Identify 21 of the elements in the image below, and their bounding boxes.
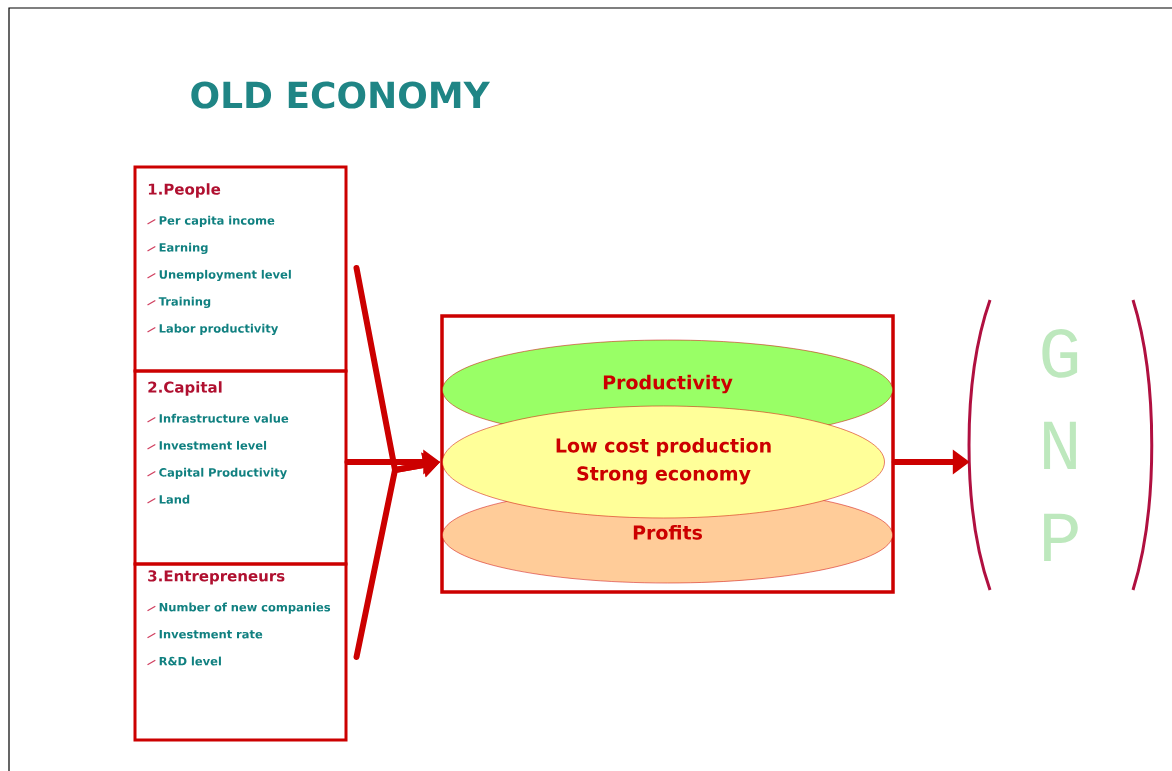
list-item: Capital Productivity <box>159 467 287 480</box>
list-box <box>133 165 348 373</box>
box-heading: 2.Capital <box>148 381 222 396</box>
list-item: Training <box>158 296 211 309</box>
list-item: Land <box>159 494 190 504</box>
list-box <box>133 369 348 566</box>
list-item: Number of new companies <box>159 602 331 614</box>
list-item: R&D level <box>159 656 221 666</box>
list-item: Labor productivity <box>159 323 279 336</box>
list-item: Investment level <box>159 440 267 450</box>
box-heading: 1.People <box>148 183 221 198</box>
title: OLD ECONOMY <box>191 81 491 109</box>
list-item: Per capita income <box>159 215 275 227</box>
box-heading: 3.Entrepreneurs <box>148 570 285 585</box>
list-item: Infrastructure value <box>159 413 289 423</box>
frame-box <box>440 314 895 594</box>
list-item: Earning <box>159 242 208 255</box>
list-item: Unemployment level <box>159 269 291 282</box>
bracketed-letters: G N P <box>967 299 1154 591</box>
list-item: Investment rate <box>159 629 263 639</box>
list-box <box>133 562 348 742</box>
